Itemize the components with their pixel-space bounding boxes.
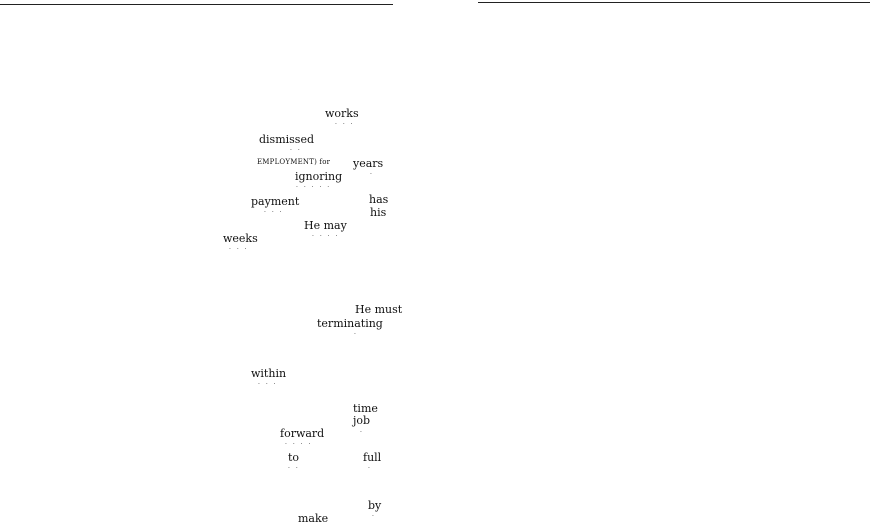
text-fragment: dismissed — [259, 133, 314, 146]
text-artifact: . . — [290, 145, 302, 152]
text-fragment: full — [363, 451, 382, 464]
top-rule-right — [478, 2, 870, 3]
text-fragment: He must — [355, 303, 403, 316]
text-artifact: . . . — [335, 119, 355, 126]
text-fragment: job — [353, 414, 371, 427]
text-artifact: . . . — [264, 207, 284, 214]
text-fragment: payment — [251, 195, 300, 208]
text-artifact: . — [372, 511, 376, 518]
text-fragment: make — [298, 512, 329, 525]
text-fragment: weeks — [223, 232, 258, 245]
text-fragment: He may — [304, 219, 347, 232]
text-artifact: . . . — [258, 379, 278, 386]
text-fragment: years — [353, 157, 384, 170]
text-fragment: time — [353, 402, 378, 415]
text-fragment: EMPLOYMENT) for — [257, 158, 331, 166]
text-fragment: ignoring — [295, 170, 343, 183]
text-fragment: within — [251, 367, 287, 380]
text-artifact: . . . . — [312, 231, 340, 238]
text-artifact: . — [360, 427, 364, 434]
text-fragment: by — [368, 499, 382, 512]
text-artifact: . — [370, 169, 374, 176]
text-fragment: to — [288, 451, 300, 464]
text-fragment: his — [370, 206, 387, 219]
text-fragment: forward — [280, 427, 325, 440]
text-artifact: . . . . . — [296, 182, 332, 189]
text-artifact: . . . — [229, 244, 249, 251]
top-rule-left — [0, 4, 393, 5]
text-fragment: terminating — [317, 317, 383, 330]
text-artifact: . — [354, 329, 358, 336]
text-artifact: . . — [288, 463, 300, 470]
text-fragment: works — [325, 107, 359, 120]
text-fragment: has — [369, 193, 389, 206]
text-artifact: . . . . — [285, 439, 313, 446]
text-artifact: . — [368, 463, 372, 470]
